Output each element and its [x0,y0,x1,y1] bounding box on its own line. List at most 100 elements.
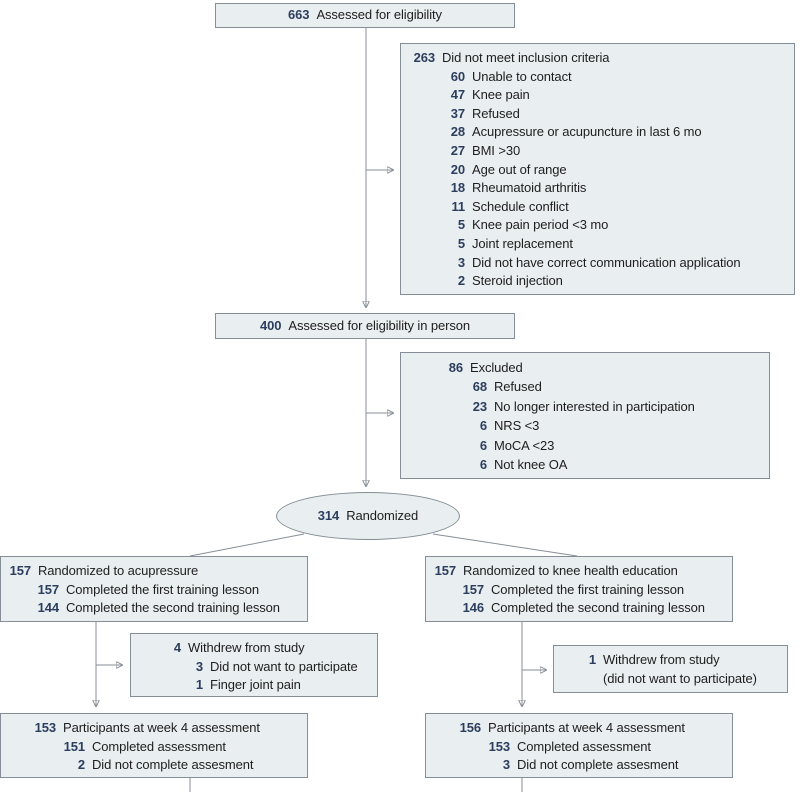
count-value: 5 [457,235,465,251]
flow-line: 68 Refused [407,377,765,396]
flow-line: 156 Participants at week 4 assessment [426,719,732,738]
line-label: Acupressure or acupuncture in last 6 mo [472,124,702,140]
line-label: Joint replacement [472,235,573,251]
count-value: 157 [462,581,484,597]
box-excluded: 86 Excluded 68 Refused 23 No longer intereste… [400,352,770,479]
line-label: Finger joint pain [210,677,301,693]
count-value: 1 [588,652,596,667]
count-value: 663 [288,7,310,23]
count-value: 151 [63,738,85,754]
count-value: 144 [37,600,59,616]
box-withdrew-education: 1 Withdrew from study (did not want to par… [553,645,788,693]
count-value: 157 [434,563,456,578]
flow-line: 3 Did not have correct communication appl… [407,254,790,273]
ellipse-randomized: 314 Randomized [276,492,460,540]
count-value: 263 [413,50,435,65]
count-value: 23 [472,398,487,414]
line-label: Steroid injection [472,273,563,289]
line-label: Age out of range [472,161,567,177]
box-not-meet-inclusion-criteria: 263 Did not meet inclusion criteria 60 Unab… [400,43,795,295]
line-label: Knee pain period <3 mo [472,217,609,233]
flow-line: 400 Assessed for eligibility in person [260,317,470,336]
count-value: 86 [448,360,463,375]
count-value: 400 [260,317,282,333]
count-value: 314 [317,507,340,523]
count-value: 37 [450,105,465,121]
line-label: Participants at week 4 assessment [488,720,685,735]
count-value: 153 [488,738,510,754]
flow-line: 663 Assessed for eligibility [288,6,442,25]
line-label: Did not have correct communication appli… [472,254,741,270]
line-label: Rheumatoid arthritis [472,180,587,196]
line-label: Excluded [470,360,523,375]
flow-line: (did not want to participate) [554,670,787,689]
line-label: Schedule conflict [472,198,569,214]
count-value: 5 [457,217,465,233]
count-value: 156 [459,720,481,735]
count-value: 27 [450,142,465,158]
count-value: 146 [462,600,484,616]
line-label: Completed the second training lesson [66,600,280,616]
count-value: 47 [450,87,465,103]
flow-line: 1 Withdrew from study [554,651,787,670]
line-label: Unable to contact [472,68,572,84]
line-label: Completed the second training lesson [491,600,705,616]
count-value: 4 [173,640,181,655]
count-value: 157 [37,581,59,597]
count-value: 157 [9,563,31,578]
count-value: 153 [34,720,56,735]
flow-line: 146 Completed the second training lesson [430,599,730,618]
flow-line: 5 Knee pain period <3 mo [407,216,790,235]
flow-line: 144 Completed the second training lesson [5,599,305,618]
line-label: Randomized [346,507,419,523]
line-label: Assessed for eligibility in person [288,317,470,333]
line-label: Did not complete assesment [92,757,254,773]
count-value: 6 [479,418,487,434]
count-value: 6 [479,457,487,473]
flow-line: 23 No longer interested in participation [407,397,765,416]
count-value: 60 [450,68,465,84]
count-value: 6 [479,437,487,453]
flow-line: 263 Did not meet inclusion criteria [407,49,790,68]
flow-line: 314 Randomized [318,507,418,526]
branch-line-left [189,533,305,557]
line-label: Did not meet inclusion criteria [442,50,610,65]
line-label: Withdrew from study [603,652,720,667]
count-value: 3 [457,254,465,270]
line-label: Refused [494,379,542,395]
line-label: Knee pain [472,87,530,103]
flow-line: 20 Age out of range [407,161,790,180]
count-value: 3 [502,757,510,773]
line-label: Assessed for eligibility [316,7,442,23]
line-label: No longer interested in participation [494,398,695,414]
count-value: 20 [450,161,465,177]
flow-line: 60 Unable to contact [407,68,790,87]
count-value: 68 [472,379,487,395]
line-label: (did not want to participate) [603,670,757,686]
line-label: Did not want to participate [210,658,358,674]
